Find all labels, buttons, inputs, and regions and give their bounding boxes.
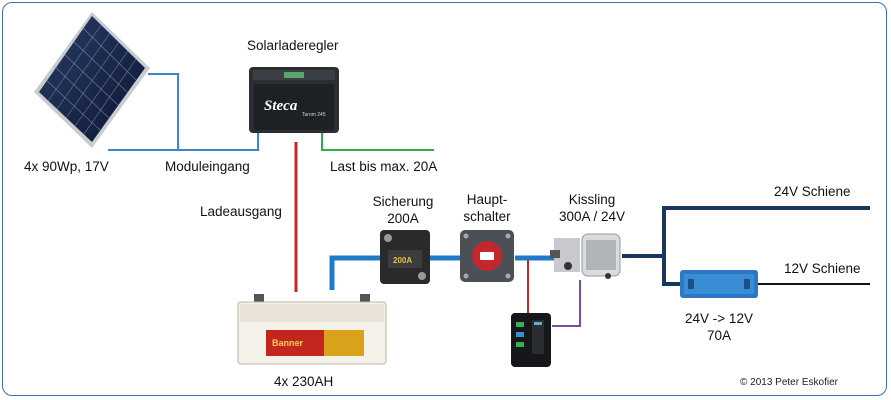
fuse-label-line1: Sicherung (372, 194, 434, 209)
solar-panel-image (34, 12, 150, 148)
fuse-image: 200A (380, 230, 430, 284)
load-output-wire (321, 130, 434, 151)
main-switch-label-line1: Haupt- (466, 192, 508, 207)
main-switch-label-line2: schalter (463, 209, 511, 224)
fuse-label: Sicherung 200A (366, 193, 440, 227)
relay-label: Kissling 300A / 24V (548, 191, 636, 225)
module-input-wire-to-controller (178, 130, 259, 151)
main-switch-image (460, 230, 514, 282)
bus-12v-label: 12V Schiene (784, 261, 861, 276)
control-panel-purple-wire (552, 280, 581, 327)
fuse-rating-text: 200A (393, 256, 412, 265)
converter-image (680, 270, 758, 298)
controller-model-text: Tarom 245 (302, 112, 326, 118)
load-output-label: Last bis max. 20A (330, 159, 438, 174)
bus-24v-label: 24V Schiene (774, 184, 851, 199)
relay-label-line1: Kissling (568, 192, 616, 207)
relay-image (550, 233, 621, 279)
converter-label: 24V -> 12V 70A (676, 310, 762, 344)
battery-to-fuse-wire (329, 255, 382, 290)
control-panel-image (511, 313, 551, 367)
charge-controller-image: Steca Tarom 245 (249, 67, 339, 133)
module-input-label: Moduleingang (165, 159, 250, 174)
main-switch-label: Haupt- schalter (456, 191, 518, 225)
converter-label-line2: 70A (706, 328, 732, 343)
converter-label-line1: 24V -> 12V (685, 311, 753, 326)
charge-controller-label: Solarladeregler (247, 38, 339, 53)
battery-image: Banner (237, 294, 387, 365)
solar-panel-label: 4x 90Wp, 17V (24, 159, 109, 174)
battery-label: 4x 230AH (274, 374, 334, 389)
relay-label-line2: 300A / 24V (558, 209, 626, 224)
battery-brand-text: Banner (272, 338, 304, 348)
copyright-text: © 2013 Peter Eskofier (740, 377, 838, 388)
fuse-label-line2: 200A (387, 211, 419, 226)
charge-output-label: Ladeausgang (200, 204, 282, 219)
controller-brand-text: Steca (264, 98, 298, 114)
